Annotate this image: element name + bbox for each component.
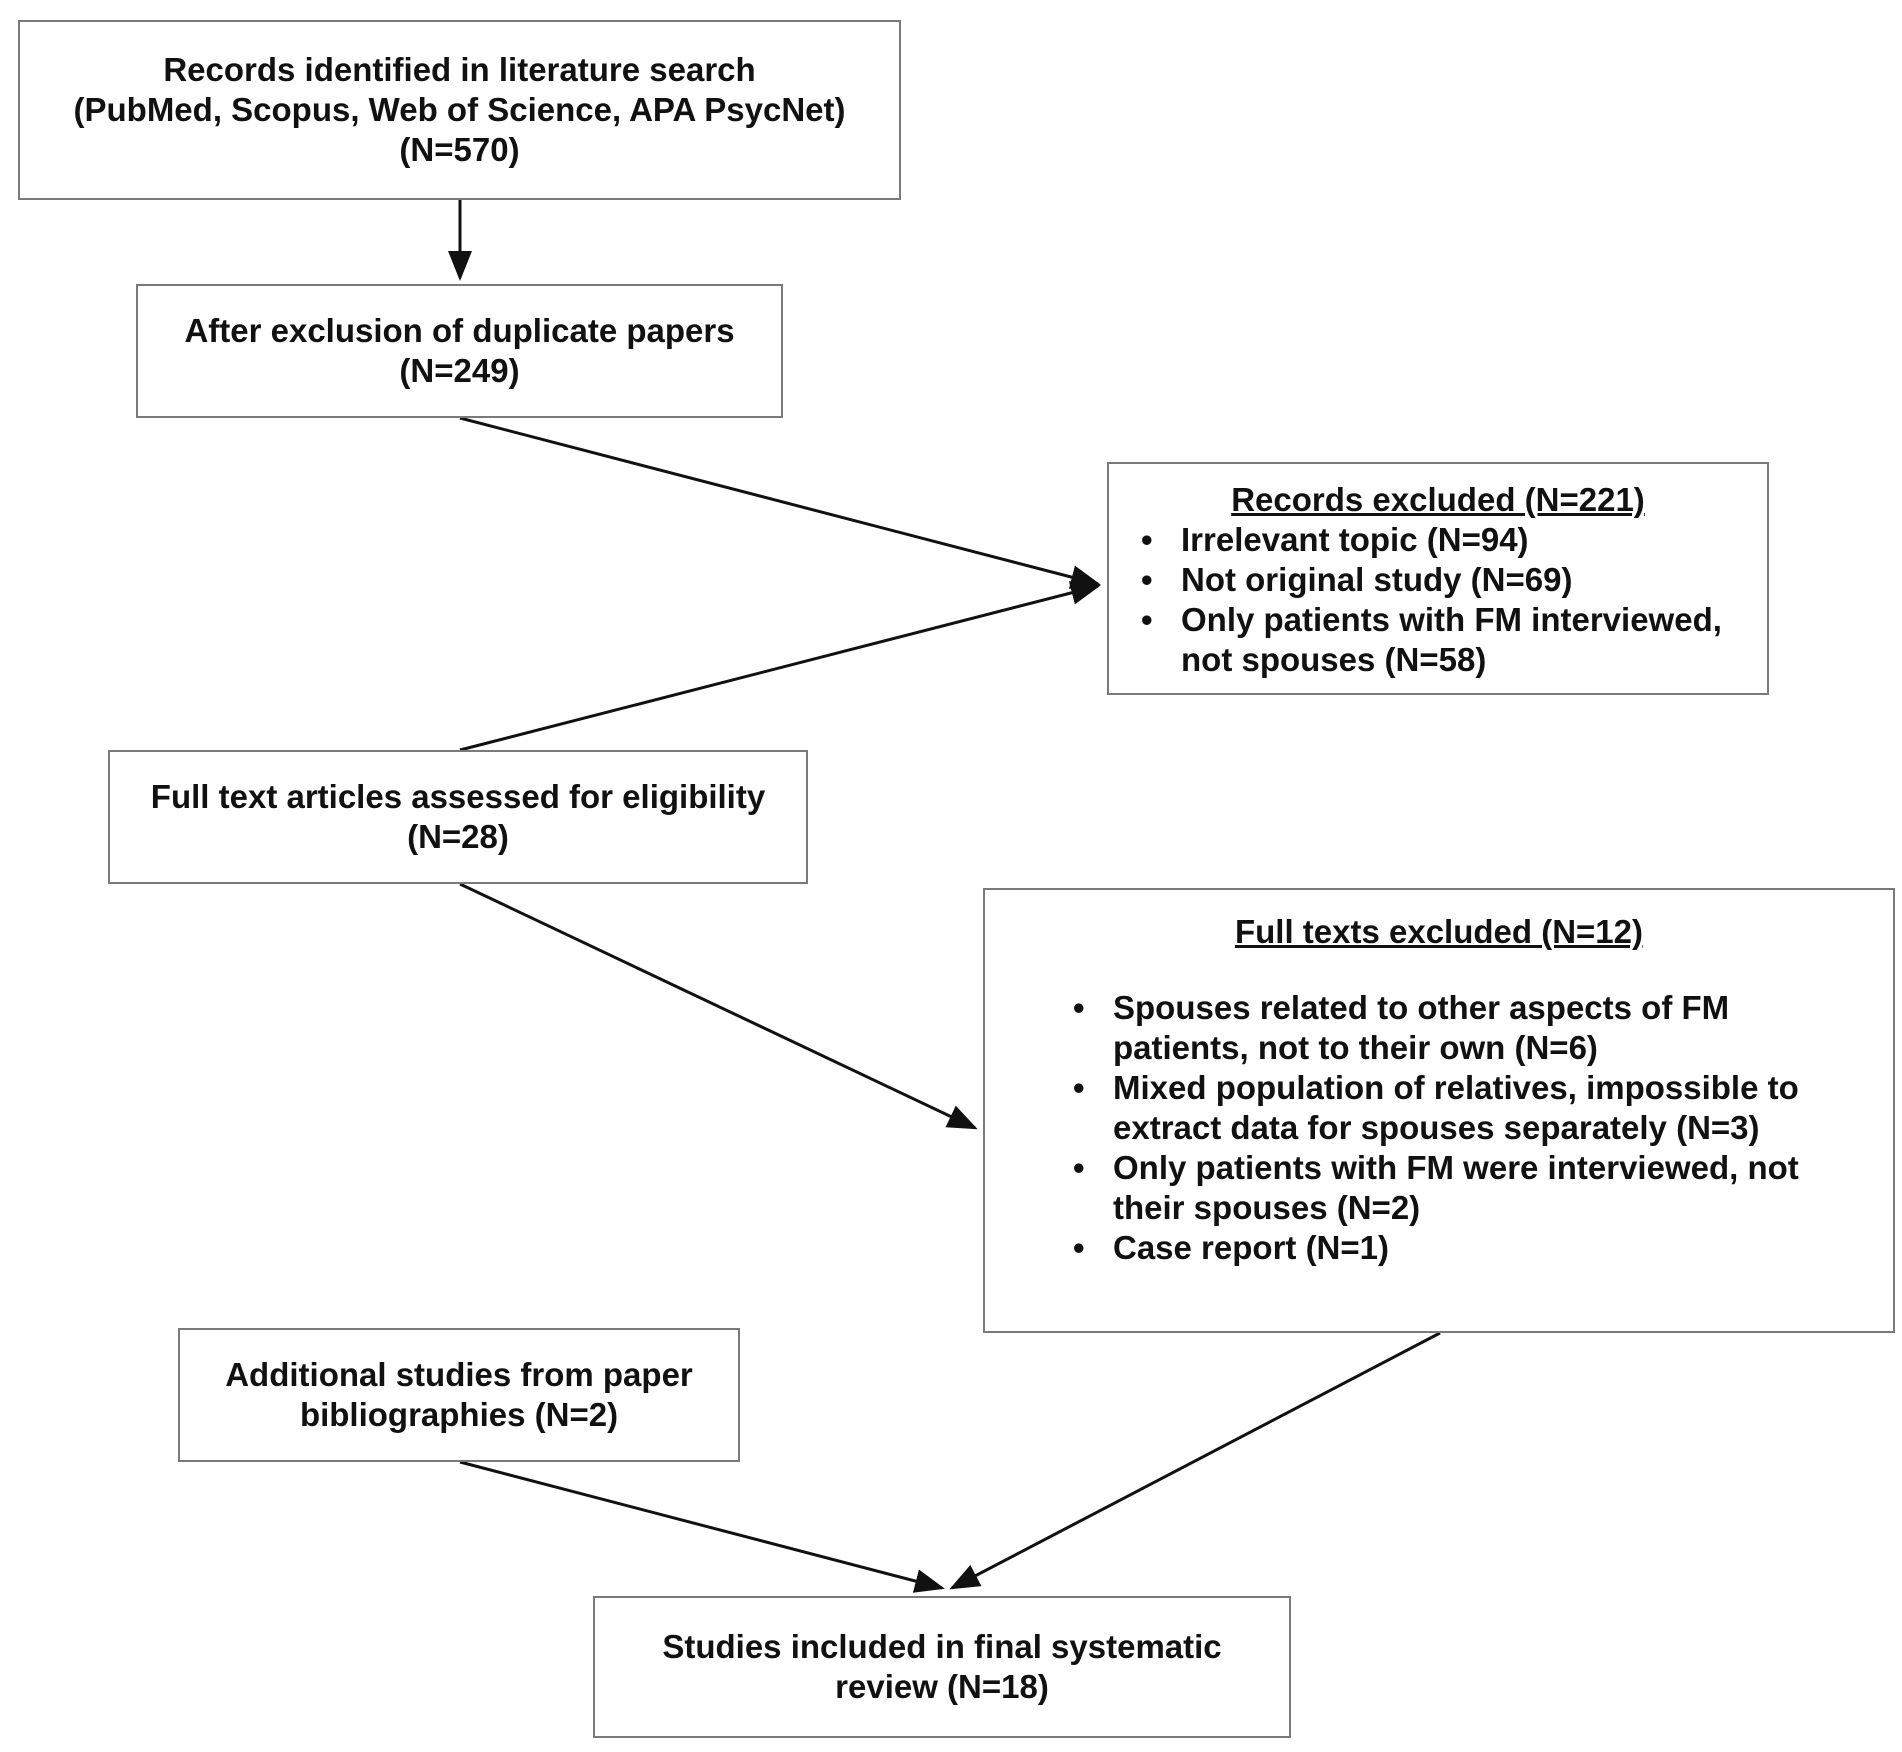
full-texts-excluded-box: Full texts excluded (N=12) Spouses relat… xyxy=(983,888,1895,1333)
full-text-assessed-box: Full text articles assessed for eligibil… xyxy=(108,750,808,884)
records-excluded-item: Only patients with FM interviewed, not s… xyxy=(1141,600,1741,680)
studies-included-line-2: review (N=18) xyxy=(835,1668,1049,1705)
full-text-assessed-count: (N=28) xyxy=(407,818,509,855)
full-texts-excluded-item: Case report (N=1) xyxy=(1073,1228,1873,1268)
records-excluded-item: Irrelevant topic (N=94) xyxy=(1141,520,1747,560)
arrow-assessed-to-full-texts-excluded xyxy=(459,882,978,1130)
after-duplicates-count: (N=249) xyxy=(399,352,520,389)
after-duplicates-box: After exclusion of duplicate papers (N=2… xyxy=(136,284,783,418)
records-excluded-item: Not original study (N=69) xyxy=(1141,560,1747,600)
arrow-duplicates-to-records-excluded xyxy=(459,416,1101,589)
full-text-assessed-line-1: Full text articles assessed for eligibil… xyxy=(150,778,766,815)
studies-included-box: Studies included in final systematic rev… xyxy=(593,1596,1291,1738)
records-excluded-box: Records excluded (N=221) Irrelevant topi… xyxy=(1107,462,1769,695)
records-identified-line-2: (PubMed, Scopus, Web of Science, APA Psy… xyxy=(73,91,846,128)
full-texts-excluded-list: Spouses related to other aspects of FM p… xyxy=(1057,988,1873,1268)
full-texts-excluded-item: Only patients with FM were interviewed, … xyxy=(1073,1148,1873,1228)
arrow-additional-to-included xyxy=(459,1460,945,1593)
additional-studies-box: Additional studies from paper bibliograp… xyxy=(178,1328,740,1462)
arrow-full-texts-excluded-to-included xyxy=(949,1331,1441,1590)
arrow-assessed-to-records-excluded xyxy=(459,581,1101,752)
full-texts-excluded-item: Spouses related to other aspects of FM p… xyxy=(1073,988,1873,1068)
after-duplicates-line-1: After exclusion of duplicate papers xyxy=(184,312,735,349)
additional-studies-line-2: bibliographies (N=2) xyxy=(299,1396,619,1433)
records-excluded-list: Irrelevant topic (N=94) Not original stu… xyxy=(1141,520,1747,680)
full-texts-excluded-heading: Full texts excluded (N=12) xyxy=(1234,913,1644,950)
additional-studies-line-1: Additional studies from paper xyxy=(225,1356,693,1393)
full-texts-excluded-item: Mixed population of relatives, impossibl… xyxy=(1073,1068,1853,1148)
studies-included-line-1: Studies included in final systematic xyxy=(662,1628,1222,1665)
records-excluded-heading: Records excluded (N=221) xyxy=(1231,481,1645,518)
records-identified-box: Records identified in literature search … xyxy=(18,20,901,200)
records-identified-count: (N=570) xyxy=(399,131,520,168)
records-identified-line-1: Records identified in literature search xyxy=(163,51,756,88)
